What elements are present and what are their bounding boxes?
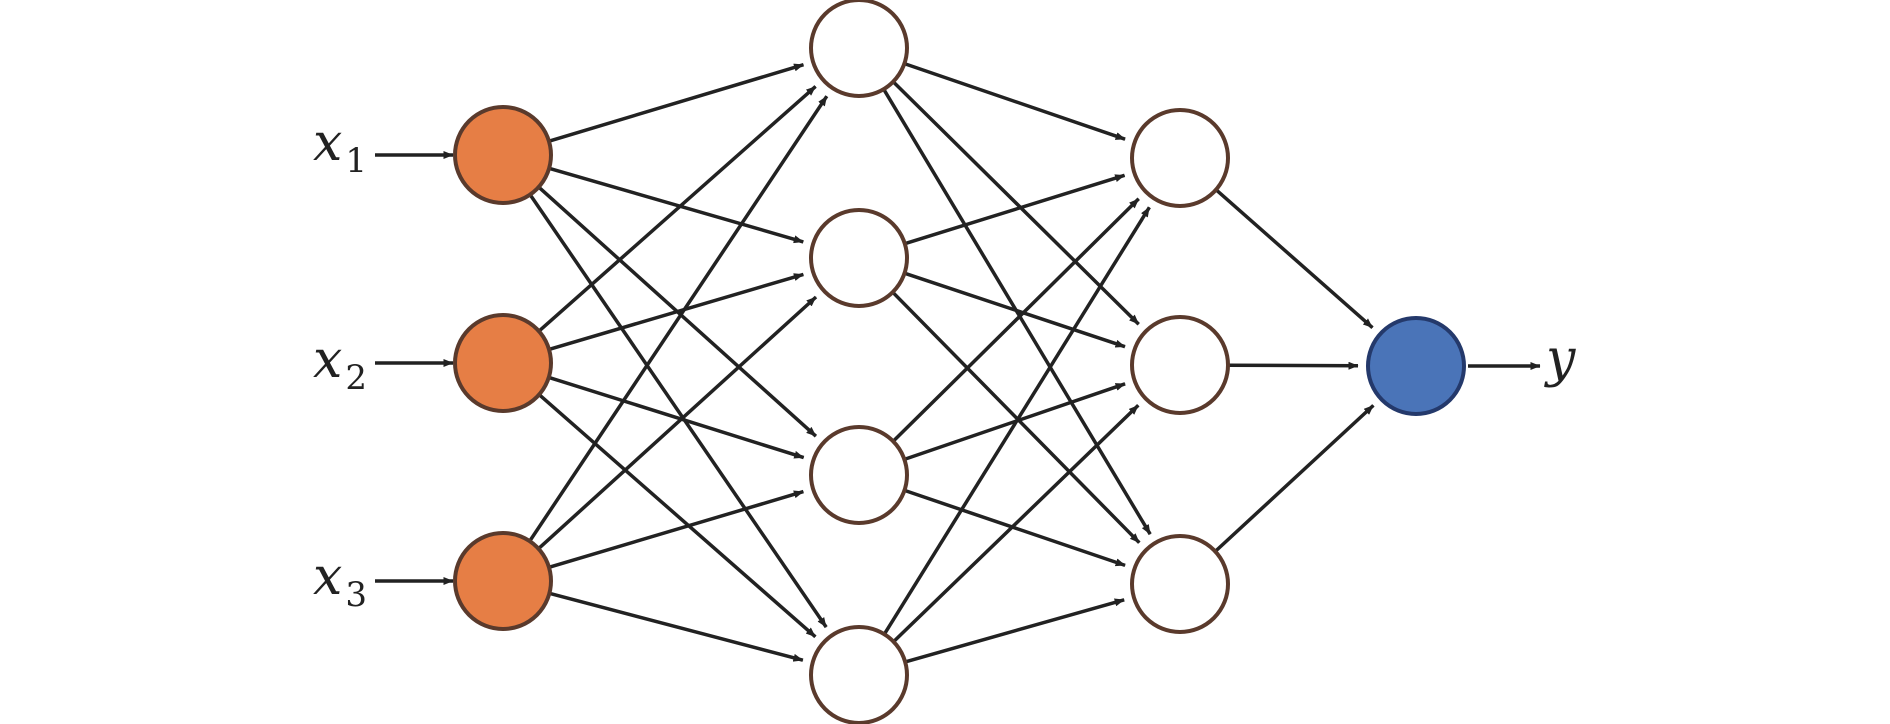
hidden2-neuron-3	[1130, 534, 1230, 634]
edge-hidden1-3-to-hidden2-1	[891, 197, 1140, 443]
edge-hidden2-2-to-output-1	[1227, 361, 1359, 370]
hidden2-neuron-2	[1130, 315, 1230, 415]
edge-input-2-to-hidden1-4	[537, 393, 817, 639]
input-label-3-sub: 3	[345, 575, 367, 615]
input-label-1-sub: 1	[345, 141, 367, 181]
edge-hidden1-1-to-hidden2-2	[891, 80, 1140, 326]
input-label-2-main: x	[313, 330, 342, 390]
input-neuron-1	[453, 105, 553, 205]
input-label-3: x3	[313, 547, 367, 615]
edge-hidden1-4-to-hidden2-3	[904, 598, 1125, 664]
input-label-2-sub: 2	[345, 358, 367, 398]
edge-hidden1-1-to-hidden2-1	[903, 61, 1126, 141]
edge-hidden2-3-to-output-1	[1214, 404, 1375, 553]
edge-hidden1-2-to-hidden2-1	[904, 173, 1126, 246]
input-label-2: x2	[313, 330, 367, 398]
input-neuron-2	[453, 313, 553, 413]
edge-input-1-to-hidden1-2	[548, 166, 804, 244]
hidden1-neuron-4	[809, 625, 909, 724]
edge-input-3-to-hidden1-2	[537, 295, 818, 550]
input-label-3-main: x	[313, 547, 342, 607]
edge-hidden1-4-to-hidden2-2	[892, 404, 1140, 643]
edge-input-2-to-hidden1-3	[548, 375, 805, 460]
edge-hidden1-2-to-hidden2-3	[891, 290, 1141, 544]
input-label-1-main: x	[313, 113, 342, 173]
edge-input-2-to-hidden1-1	[537, 85, 817, 333]
hidden1-neuron-1	[809, 0, 909, 98]
edge-input-2-to-hidden1-2	[548, 272, 804, 352]
hidden1-neuron-2	[809, 208, 909, 308]
edge-hidden1-3-to-hidden2-3	[903, 488, 1126, 568]
edge-input-1-to-hidden1-1	[548, 63, 805, 143]
edge-input-3-to-hidden1-3	[548, 489, 804, 569]
edge-hidden1-4-to-hidden2-1	[882, 206, 1151, 636]
edge-hidden2-1-to-output-1	[1214, 188, 1374, 330]
hidden2-neuron-1	[1130, 108, 1230, 208]
input-label-1: x1	[313, 113, 367, 181]
edge-input-1-to-hidden1-4	[528, 193, 828, 629]
edge-input-3-to-hidden1-1	[528, 95, 829, 543]
neurons	[453, 0, 1466, 724]
input-neuron-3	[453, 531, 553, 631]
output-neuron-1	[1366, 316, 1466, 416]
hidden1-neuron-3	[809, 425, 909, 525]
edge-input-3-to-hidden1-4	[548, 591, 804, 662]
output-label: y	[1544, 329, 1576, 389]
edge-hidden1-2-to-hidden2-2	[903, 271, 1126, 349]
connections	[375, 61, 1541, 664]
